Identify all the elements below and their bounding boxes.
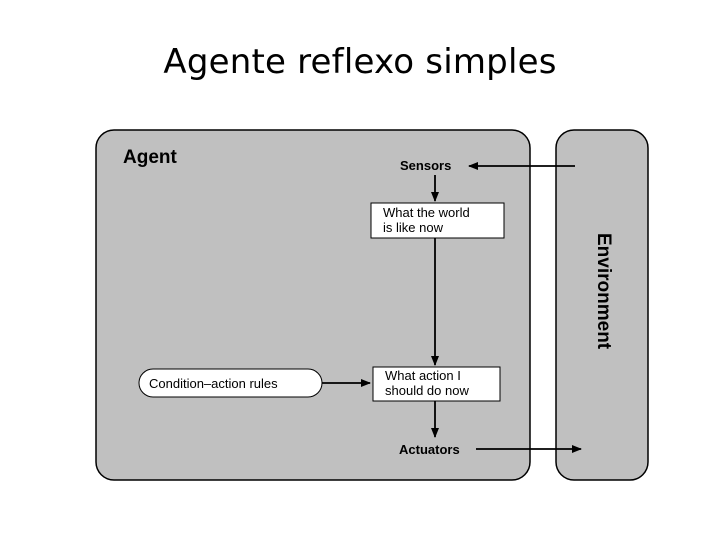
world-state-line1: What the world (383, 205, 470, 220)
action-box (372, 366, 501, 402)
action-line1: What action I (385, 368, 461, 383)
environment-label: Environment (593, 233, 614, 350)
agent-label: Agent (123, 147, 178, 168)
rules-label: Condition–action rules (149, 376, 278, 391)
actuators-label: Actuators (399, 442, 460, 457)
action-line2: should do now (385, 383, 469, 398)
world-state-box (370, 202, 505, 239)
world-state-line2: is like now (383, 220, 444, 235)
environment-panel (555, 129, 649, 481)
slide-title: Agente reflexo simples (163, 42, 557, 82)
sensors-label: Sensors (400, 158, 451, 173)
agent-panel (95, 129, 531, 481)
